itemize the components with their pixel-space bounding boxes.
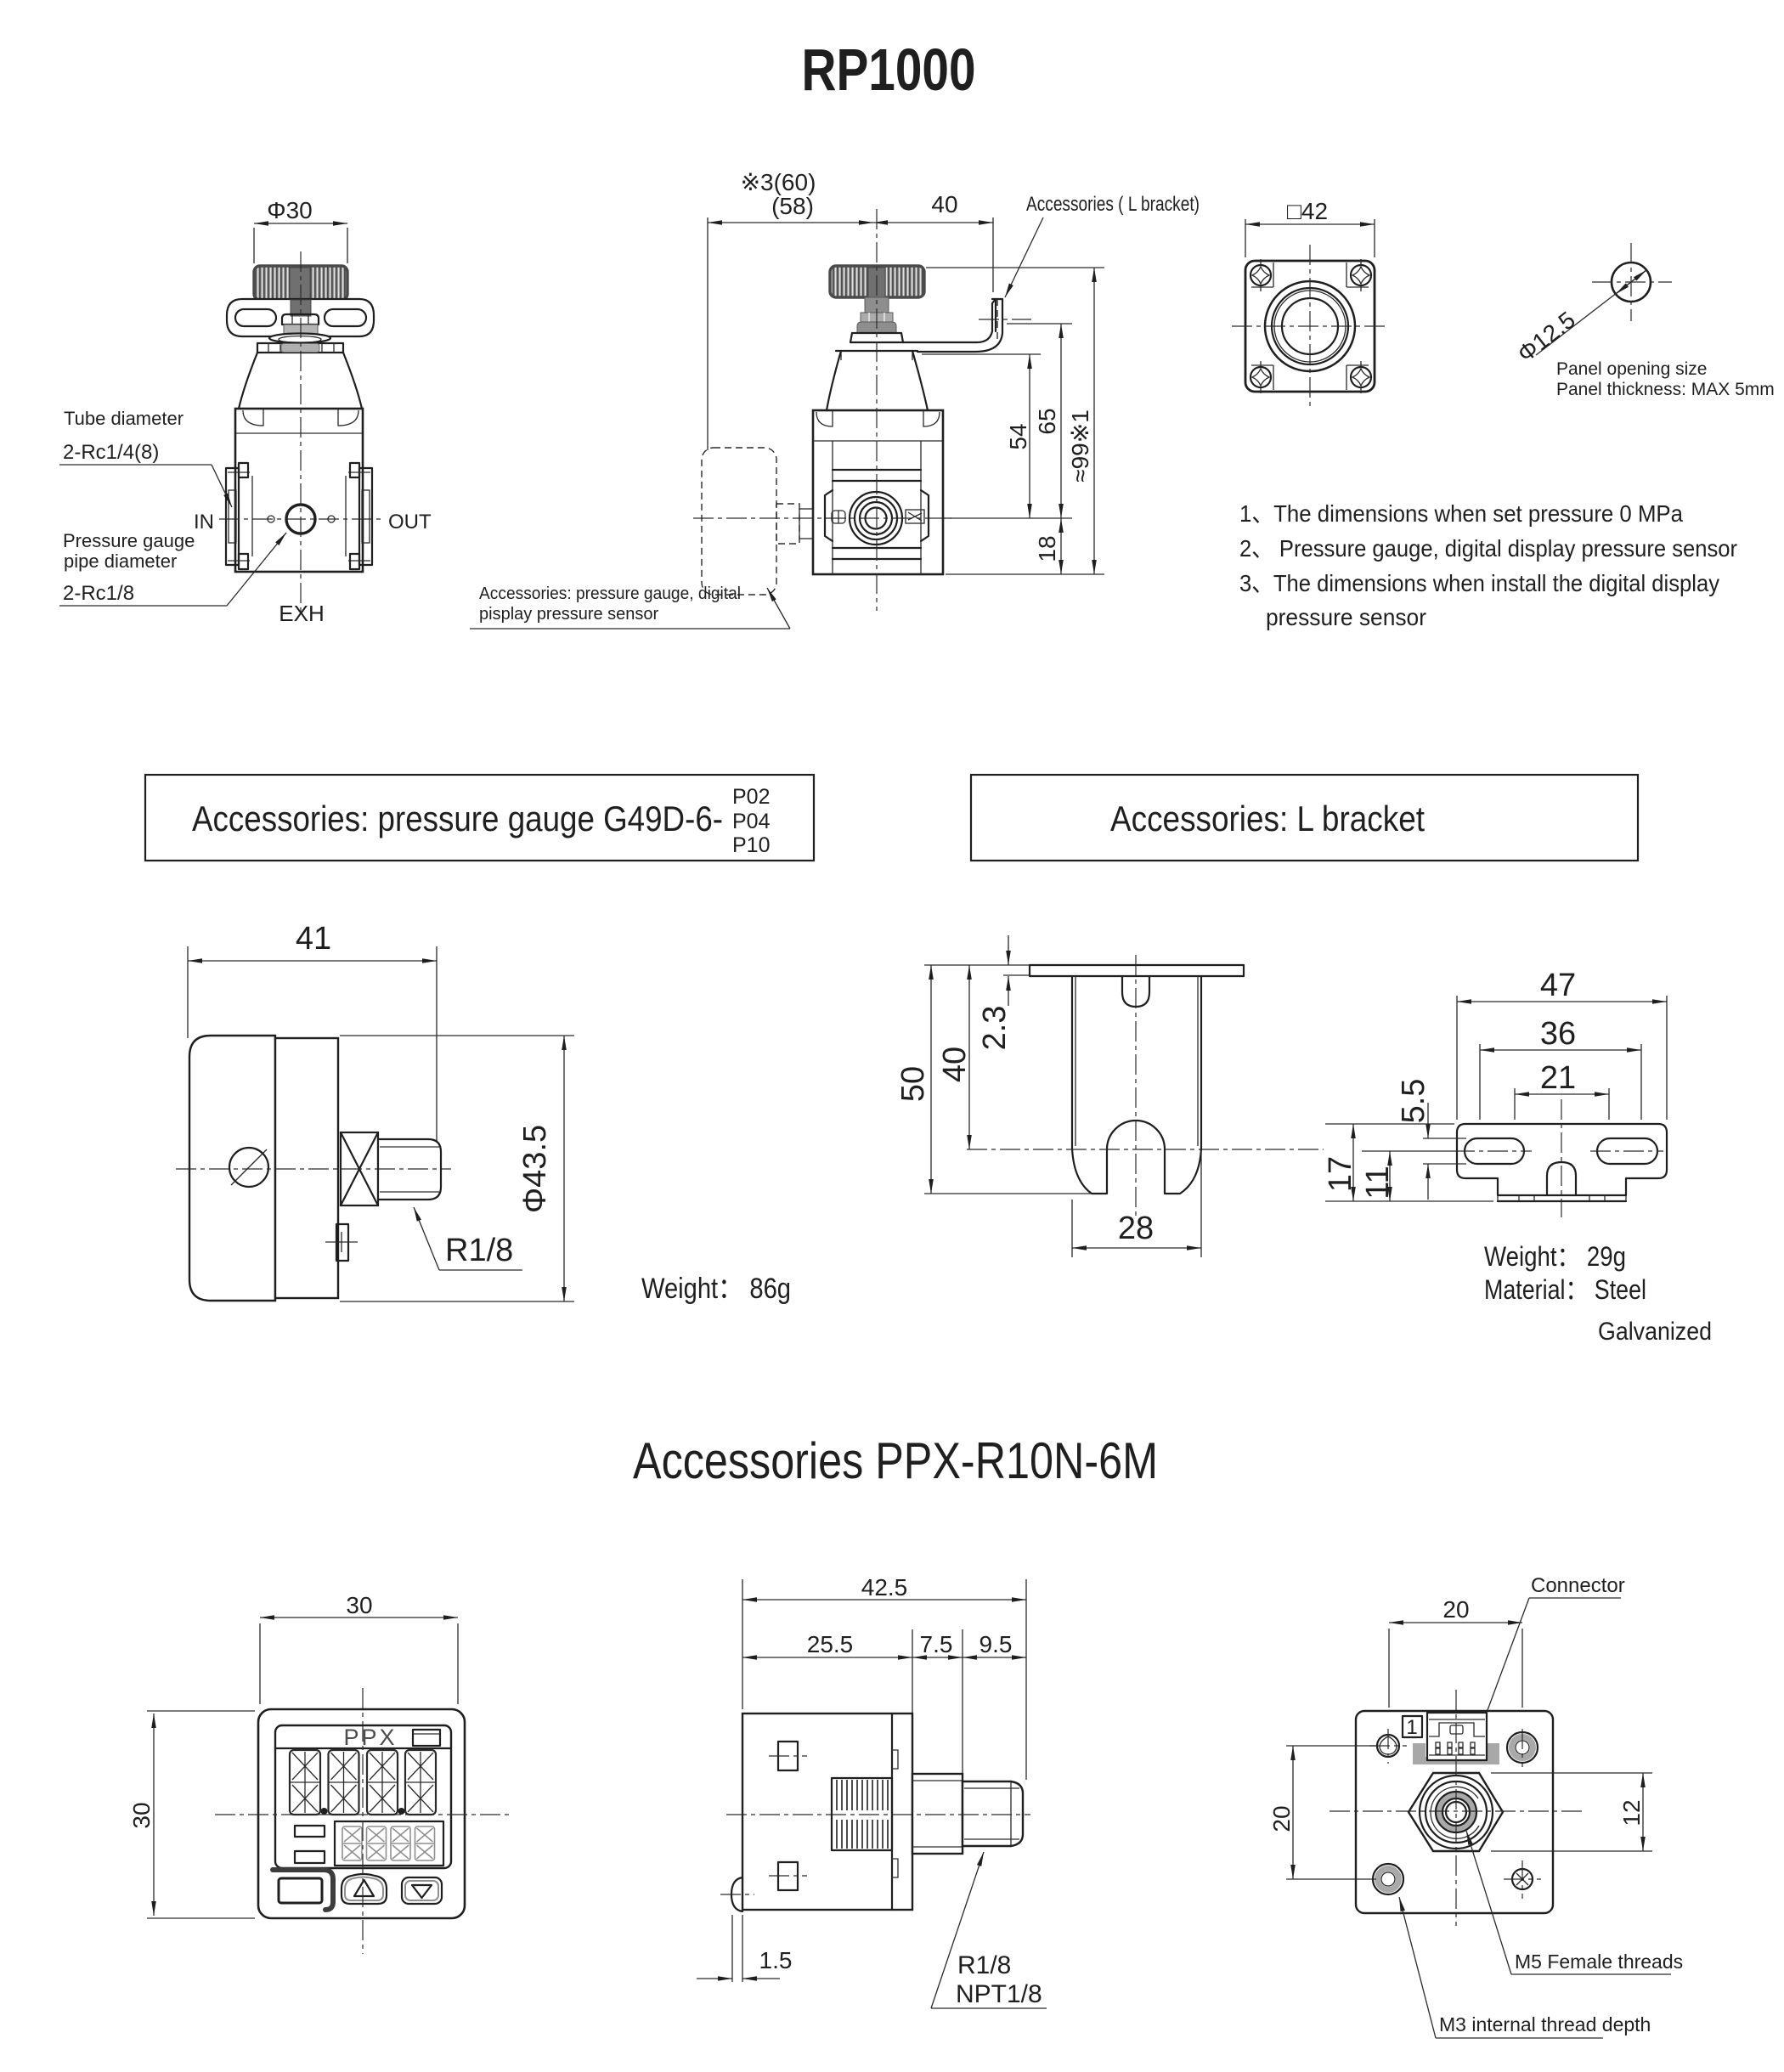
svg-text:Pressure gauge: Pressure gauge: [63, 530, 195, 551]
svg-text:NPT1/8: NPT1/8: [956, 1980, 1042, 2008]
svg-text:≈99※1: ≈99※1: [1067, 409, 1093, 483]
svg-text:Accessories: L bracket: Accessories: L bracket: [1110, 799, 1425, 838]
svg-text:18: 18: [1034, 535, 1060, 562]
svg-text:EXH: EXH: [279, 601, 324, 626]
svg-text:P04: P04: [732, 810, 771, 833]
svg-text:Connector: Connector: [1531, 1574, 1625, 1597]
svg-text:R1/8: R1/8: [445, 1233, 513, 1268]
svg-text:P10: P10: [732, 833, 770, 857]
svg-text:Panel opening size: Panel opening size: [1556, 359, 1707, 379]
svg-text:36: 36: [1540, 1016, 1576, 1052]
svg-text:RP1000: RP1000: [802, 37, 976, 103]
svg-text:5.5: 5.5: [1396, 1079, 1431, 1124]
svg-text:28: 28: [1118, 1211, 1154, 1246]
svg-text:Accessories: pressure gauge, d: Accessories: pressure gauge, digital: [479, 584, 741, 603]
svg-text:12: 12: [1618, 1799, 1645, 1826]
svg-text:M5 Female threads: M5 Female threads: [1515, 1951, 1683, 1973]
svg-text:30: 30: [128, 1802, 155, 1828]
svg-text:40: 40: [931, 191, 957, 217]
svg-text:(58): (58): [771, 193, 814, 219]
svg-text:Material： Steel: Material： Steel: [1484, 1274, 1646, 1305]
svg-text:2、 Pressure gauge, digital dis: 2、 Pressure gauge, digital display press…: [1239, 535, 1737, 562]
svg-text:25.5: 25.5: [807, 1631, 854, 1657]
svg-text:20: 20: [1268, 1805, 1295, 1832]
svg-text:20: 20: [1442, 1596, 1469, 1623]
svg-text:pisplay pressure sensor: pisplay pressure sensor: [479, 605, 659, 624]
svg-text:pressure sensor: pressure sensor: [1266, 604, 1426, 630]
svg-text:50: 50: [895, 1066, 931, 1102]
svg-text:65: 65: [1034, 408, 1060, 434]
svg-text:30: 30: [346, 1592, 372, 1618]
svg-text:2.3: 2.3: [977, 1006, 1013, 1051]
svg-text:M3 internal thread depth: M3 internal thread depth: [1439, 2013, 1651, 2035]
svg-text:PPX: PPX: [343, 1725, 397, 1750]
svg-text:3、The dimensions when install: 3、The dimensions when install the digita…: [1239, 570, 1719, 596]
svg-text:1: 1: [1406, 1716, 1417, 1739]
svg-text:Galvanized: Galvanized: [1598, 1318, 1712, 1346]
svg-text:1、The dimensions when set pres: 1、The dimensions when set pressure 0 MPa: [1239, 500, 1683, 527]
svg-text:P02: P02: [732, 785, 770, 809]
svg-text:11: 11: [1360, 1166, 1396, 1199]
svg-text:Accessories ( L bracket): Accessories ( L bracket): [1026, 193, 1200, 216]
svg-text:pipe diameter: pipe diameter: [64, 550, 177, 572]
svg-text:Φ30: Φ30: [267, 197, 312, 223]
svg-text:2-Rc1/4(8): 2-Rc1/4(8): [63, 441, 159, 464]
svg-text:IN: IN: [194, 511, 214, 534]
svg-text:Accessories: pressure gauge G: Accessories: pressure gauge G49D-6-: [192, 799, 723, 838]
svg-text:17: 17: [1323, 1156, 1358, 1192]
svg-text:□42: □42: [1287, 198, 1328, 224]
svg-text:R1/8: R1/8: [957, 1951, 1011, 1979]
svg-text:7.5: 7.5: [920, 1631, 953, 1657]
svg-text:21: 21: [1540, 1060, 1576, 1096]
svg-text:Panel thickness: MAX 5mm: Panel thickness: MAX 5mm: [1556, 380, 1775, 399]
svg-text:40: 40: [937, 1047, 973, 1082]
svg-text:※3(60): ※3(60): [741, 169, 816, 195]
svg-text:Accessories PPX-R10N-6M: Accessories PPX-R10N-6M: [633, 1432, 1158, 1489]
svg-text:Φ43.5: Φ43.5: [517, 1125, 553, 1213]
svg-text:9.5: 9.5: [980, 1631, 1013, 1657]
svg-text:Weight： 86g: Weight： 86g: [641, 1273, 791, 1305]
svg-text:47: 47: [1540, 968, 1576, 1003]
svg-text:41: 41: [296, 921, 331, 957]
svg-text:54: 54: [1005, 423, 1031, 449]
svg-text:Tube diameter: Tube diameter: [64, 408, 183, 429]
svg-text:42.5: 42.5: [861, 1574, 908, 1601]
svg-text:1.5: 1.5: [759, 1947, 793, 1973]
svg-text:2-Rc1/8: 2-Rc1/8: [63, 582, 134, 605]
svg-text:OUT: OUT: [388, 511, 432, 534]
svg-text:Weight： 29g: Weight： 29g: [1484, 1241, 1626, 1272]
